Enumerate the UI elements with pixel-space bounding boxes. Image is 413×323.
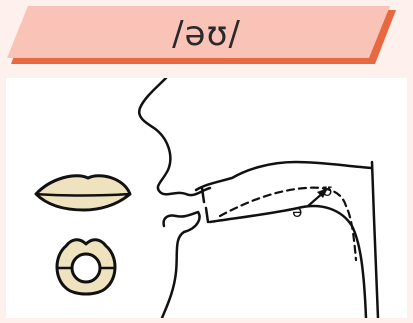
palate bbox=[196, 162, 372, 190]
glide-path-upper bbox=[220, 188, 356, 260]
articulation-diagram: ə ʊ bbox=[6, 78, 407, 318]
title-banner: /əʊ/ bbox=[0, 0, 413, 74]
lips-neutral-icon bbox=[36, 176, 130, 210]
face-profile-lower bbox=[162, 212, 199, 318]
page-title: /əʊ/ bbox=[0, 10, 413, 58]
end-vowel-label: ʊ bbox=[322, 181, 333, 201]
articulation-svg: ə ʊ bbox=[6, 78, 407, 318]
lips-rounded-icon bbox=[56, 240, 116, 294]
lower-teeth bbox=[206, 208, 208, 222]
tongue bbox=[210, 206, 366, 318]
pharynx-wall bbox=[372, 162, 378, 318]
face-profile-upper bbox=[139, 78, 210, 195]
start-vowel-label: ə bbox=[292, 202, 302, 222]
